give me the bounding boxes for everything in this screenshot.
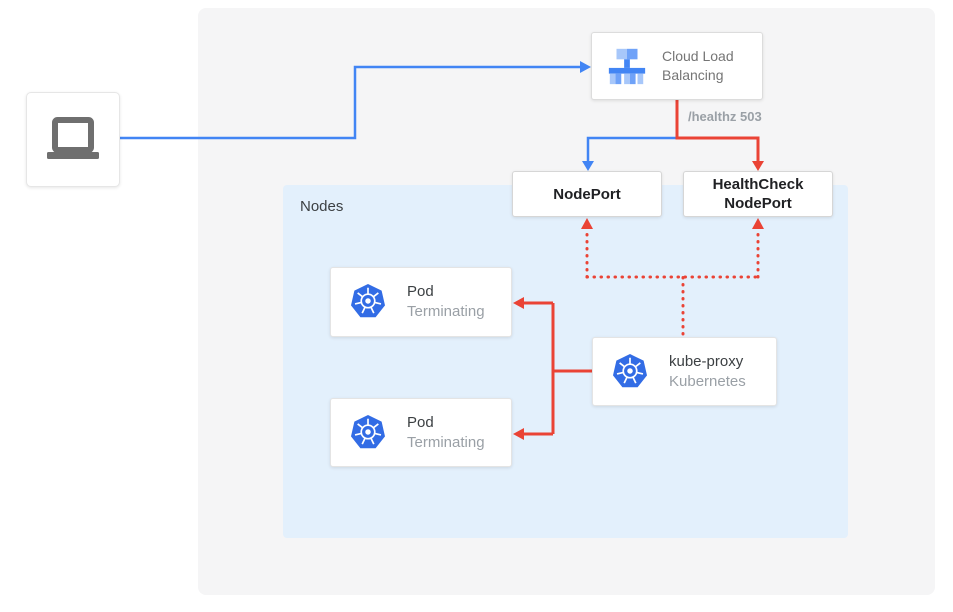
kubernetes-icon (349, 283, 387, 321)
kubernetes-icon (349, 414, 387, 452)
client-node (26, 92, 120, 187)
pod-node-2: Pod Terminating (330, 398, 512, 467)
pod-node-1: Pod Terminating (330, 267, 512, 337)
pod-title: Pod (407, 283, 434, 300)
healthcheck-nodeport-node: HealthCheck NodePort (683, 171, 833, 217)
cloud-load-balancing-node: Cloud Load Balancing (591, 32, 763, 100)
nodeport-node: NodePort (512, 171, 662, 217)
cloud-load-balancing-label: Cloud Load Balancing (662, 48, 734, 83)
cloud-load-balancing-icon (608, 48, 646, 85)
healthcheck-nodeport-label: HealthCheck NodePort (712, 176, 804, 212)
kube-proxy-subtitle: Kubernetes (669, 372, 746, 390)
pod-status: Terminating (407, 303, 485, 320)
pod-title: Pod (407, 413, 434, 431)
nodeport-label: NodePort (553, 185, 621, 203)
laptop-icon (47, 116, 99, 159)
healthz-status-label: /healthz 503 (688, 109, 762, 124)
nodes-group-label: Nodes (300, 198, 344, 215)
kube-proxy-node: kube-proxy Kubernetes (592, 337, 777, 406)
pod-status: Terminating (407, 433, 485, 451)
kube-proxy-title: kube-proxy (669, 352, 744, 370)
kubernetes-icon (611, 353, 649, 391)
